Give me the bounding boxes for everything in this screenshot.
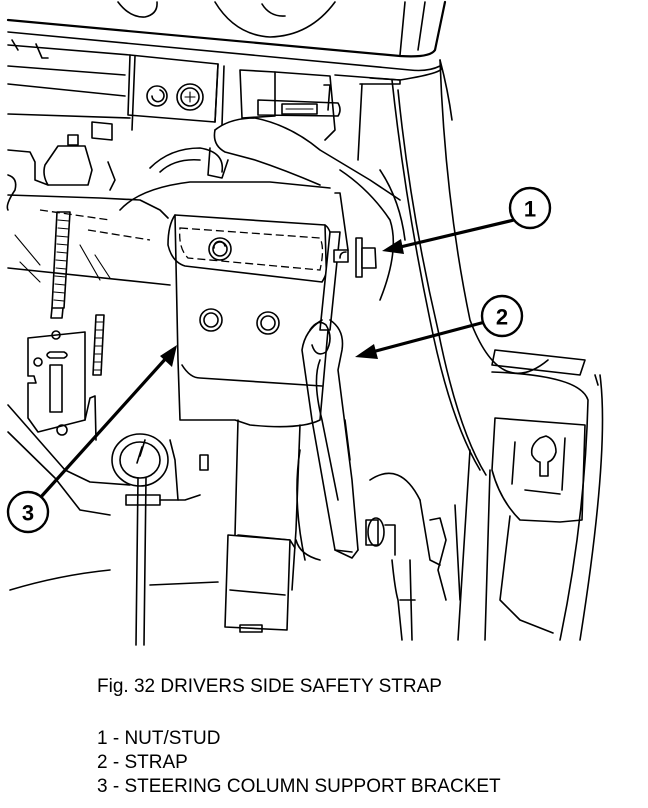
callout-1-label: 1 [524,197,536,222]
strap-hanger-and-nut [319,192,377,331]
safety-strap-line-drawing: 1 2 3 [6,0,604,646]
lower-dash-left [6,121,171,286]
wiring-harness [119,117,406,301]
dash-panel [6,0,447,119]
figure-legend: 1 - NUT/STUD 2 - STRAP 3 - STEERING COLU… [97,727,501,799]
steering-column-support-bracket [167,214,333,633]
connector-bracket [239,69,363,161]
callout-2: 2 [355,294,524,359]
callout-3: 3 [6,345,177,534]
upper-mounting-bracket [127,54,225,131]
left-mounting-plate [7,330,131,516]
figure-caption: Fig. 32 DRIVERS SIDE SAFETY STRAP [97,676,442,697]
callout-2-label: 2 [496,305,508,330]
legend-item-nut-stud: 1 - NUT/STUD [97,728,221,749]
legend-item-strap: 2 - STRAP [97,752,188,773]
right-kick-panel [391,59,604,641]
instrument-cluster-gauges [117,1,336,38]
figure-illustration: 1 2 3 [6,0,604,646]
callout-3-label: 3 [22,501,34,526]
threaded-stud-short [92,314,105,376]
safety-strap [301,319,359,559]
threaded-stud-left [50,211,71,319]
callout-1: 1 [382,186,552,254]
legend-item-steering-column-support-bracket: 3 - STEERING COLUMN SUPPORT BRACKET [97,776,501,797]
pedal-linkage-area [9,433,461,646]
